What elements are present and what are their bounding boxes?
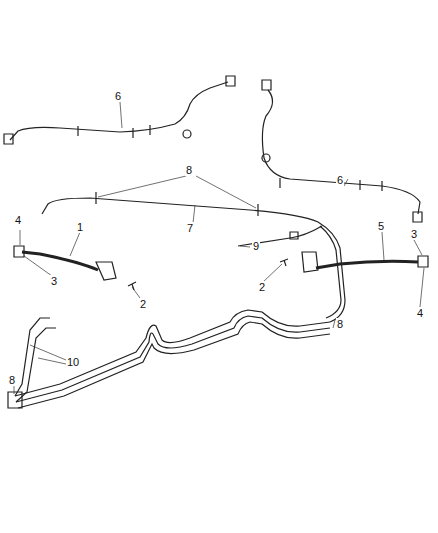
hose-bracket bbox=[302, 252, 318, 272]
fitting bbox=[290, 232, 298, 239]
callout-number: 2 bbox=[258, 281, 266, 293]
callout-number: 2 bbox=[139, 298, 147, 310]
callout-number: 4 bbox=[416, 307, 424, 319]
callout-number: 6 bbox=[336, 174, 344, 186]
callout-number: 5 bbox=[377, 220, 385, 232]
grommet bbox=[262, 154, 270, 162]
callout-number: 8 bbox=[185, 164, 193, 176]
brake-tube bbox=[16, 328, 56, 402]
clip bbox=[96, 192, 258, 216]
brake-tube-bundle bbox=[15, 310, 330, 408]
brake-tube bbox=[42, 198, 345, 322]
callout-number: 1 bbox=[76, 221, 84, 233]
brake-hose bbox=[316, 261, 418, 268]
leader-lines bbox=[14, 102, 424, 394]
callout-number: 3 bbox=[410, 228, 418, 240]
clip bbox=[280, 178, 382, 191]
connector bbox=[226, 76, 235, 86]
callout-number: 6 bbox=[114, 90, 122, 102]
callout-number: 8 bbox=[336, 318, 344, 330]
connector bbox=[4, 134, 13, 144]
sensor-wire bbox=[10, 82, 228, 140]
connector bbox=[262, 80, 271, 90]
callout-number: 8 bbox=[8, 374, 16, 386]
connector bbox=[413, 212, 422, 222]
clip bbox=[78, 125, 150, 138]
brake-tube bbox=[320, 226, 341, 318]
callout-number: 4 bbox=[14, 214, 22, 226]
brake-tube bbox=[238, 226, 322, 246]
bolt bbox=[128, 282, 136, 290]
callout-number: 10 bbox=[66, 356, 80, 368]
hose-bracket bbox=[96, 262, 116, 280]
hose-fitting bbox=[418, 256, 428, 267]
callout-number: 9 bbox=[252, 240, 260, 252]
sensor-wire bbox=[262, 90, 420, 214]
brake-hose bbox=[22, 252, 98, 270]
grommet bbox=[183, 130, 191, 138]
callout-number: 7 bbox=[186, 222, 194, 234]
callout-number: 3 bbox=[50, 275, 58, 287]
bracket bbox=[8, 392, 22, 408]
hose-fitting bbox=[14, 246, 24, 257]
